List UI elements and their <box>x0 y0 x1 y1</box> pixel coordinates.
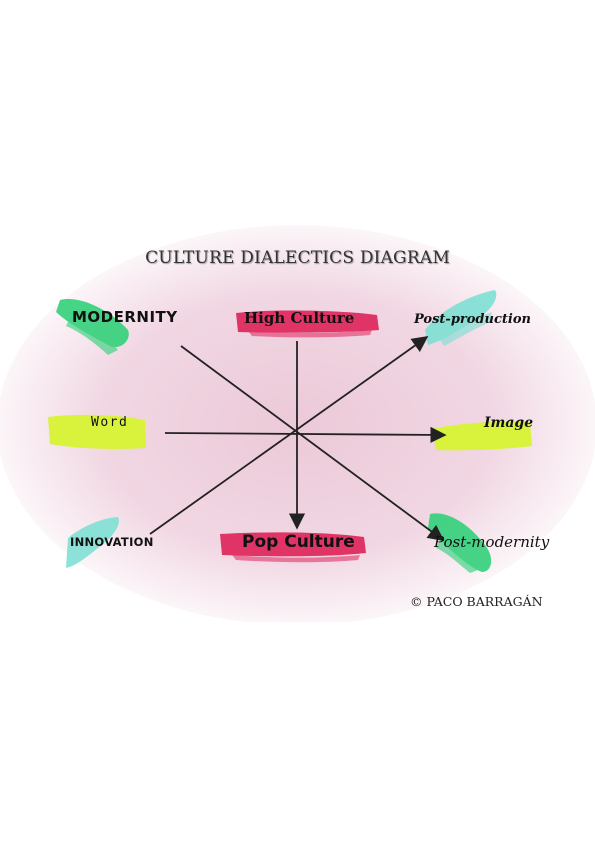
yellow-brush-image <box>432 421 532 451</box>
term-image: Image <box>484 415 534 431</box>
term-post-production: Post-production <box>414 312 531 327</box>
cyan-brush-post-production <box>425 290 497 346</box>
line-innovation-to-post-production <box>149 336 429 535</box>
line-modernity-to-post-modernity <box>180 345 445 541</box>
term-modernity: MODERNITY <box>72 308 178 326</box>
diagram-panel <box>0 222 595 622</box>
copyright-notice: © PACO BARRAGÁN <box>410 594 543 609</box>
diagram-canvas <box>0 225 595 622</box>
term-pop-culture: Pop Culture <box>242 532 355 552</box>
cyan-brush-innovation <box>66 517 119 568</box>
yellow-brush-word <box>48 414 146 449</box>
term-word: Word <box>91 415 129 430</box>
term-post-modernity: Post-modernity <box>434 533 550 551</box>
line-word-to-image <box>164 426 447 443</box>
green-brush-modernity <box>56 299 129 355</box>
pink-brush-pop-culture <box>220 532 366 563</box>
term-innovation: INNOVATION <box>70 535 154 549</box>
diagram-title: CULTURE DIALECTICS DIAGRAM <box>145 248 450 268</box>
term-high-culture: High Culture <box>244 309 355 327</box>
pink-brush-high-culture <box>236 310 379 338</box>
